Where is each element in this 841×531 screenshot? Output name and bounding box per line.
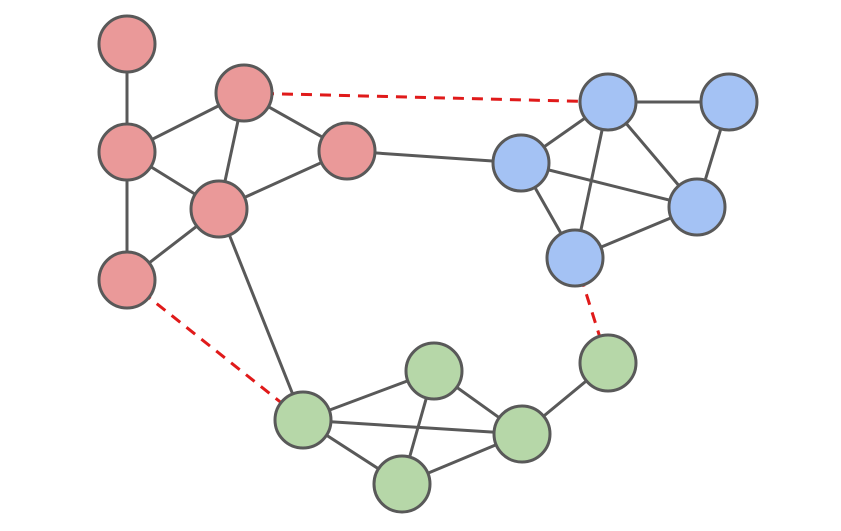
blue-node-b4 bbox=[667, 177, 727, 237]
green-node-g1 bbox=[273, 390, 333, 450]
edge-r5-g1 bbox=[217, 207, 305, 422]
edge-g1-g3 bbox=[301, 418, 524, 436]
blue-node-b3 bbox=[699, 72, 759, 132]
nodes-layer bbox=[97, 14, 759, 514]
green-node-g5 bbox=[578, 333, 638, 393]
blue-node-b5 bbox=[545, 228, 605, 288]
red-node-r4 bbox=[317, 121, 377, 181]
green-node-g3 bbox=[492, 404, 552, 464]
edge-b2-b4 bbox=[519, 161, 699, 209]
red-node-r1 bbox=[97, 14, 157, 74]
green-node-g2 bbox=[404, 341, 464, 401]
dashed-edge-r3-b1 bbox=[243, 91, 609, 104]
green-node-g4 bbox=[372, 454, 432, 514]
blue-node-b1 bbox=[578, 72, 638, 132]
edges-layer bbox=[125, 42, 731, 486]
red-node-r2 bbox=[97, 122, 157, 182]
red-node-r5 bbox=[189, 179, 249, 239]
red-node-r6 bbox=[97, 250, 157, 310]
blue-node-b2 bbox=[491, 133, 551, 193]
red-node-r3 bbox=[214, 63, 274, 123]
